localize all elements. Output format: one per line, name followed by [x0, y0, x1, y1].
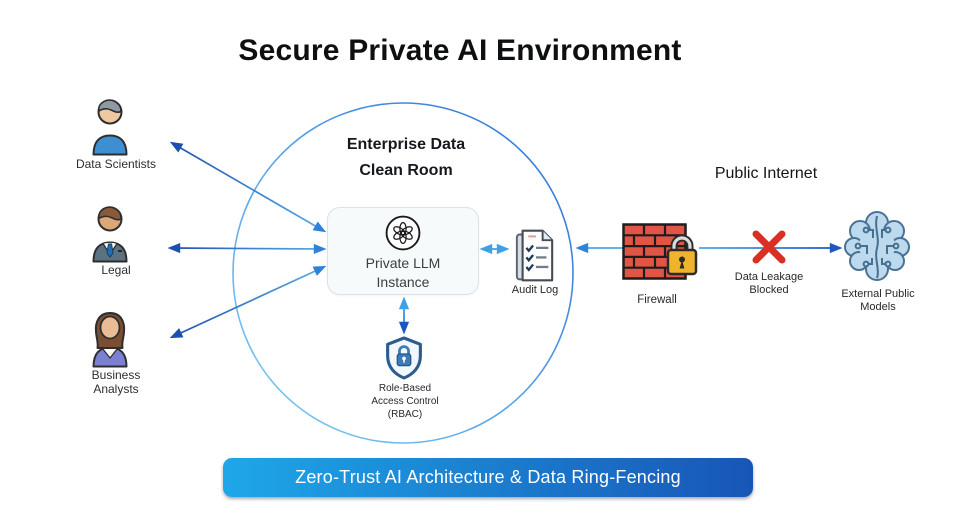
zero-trust-banner: Zero-Trust AI Architecture & Data Ring-F… — [223, 458, 753, 497]
rbac-label-line1: Role-Based — [378, 383, 432, 394]
zero-trust-banner-label: Zero-Trust AI Architecture & Data Ring-F… — [295, 467, 681, 487]
person-woman-icon — [92, 312, 128, 368]
firewall — [622, 223, 698, 285]
rbac-shield — [384, 336, 424, 380]
page-title: Secure Private AI Environment — [238, 34, 682, 67]
public-internet-label: Public Internet — [714, 165, 818, 182]
private-llm-label-line2: Instance — [376, 274, 430, 290]
brain-circuit-icon — [844, 211, 910, 281]
persona-label-legal: Legal — [101, 263, 131, 277]
person-user-icon — [92, 99, 128, 156]
document-checklist-icon — [515, 229, 554, 282]
data-leakage-label-line1: Data Leakage — [734, 271, 804, 283]
firewall-label: Firewall — [637, 294, 677, 306]
arrow-clean-room-to-data-scientists — [169, 141, 327, 233]
data-leakage-label-line2: Blocked — [749, 284, 789, 296]
clean-room-label-line1: Enterprise Data — [346, 136, 466, 153]
audit-log — [514, 227, 556, 284]
brick-wall-padlock-icon — [622, 223, 698, 280]
data-leakage-blocked-label: Data Leakage Blocked — [728, 271, 810, 297]
red-x-icon — [752, 230, 786, 264]
shield-lock-icon — [386, 336, 422, 380]
arrow-clean-room-to-legal — [167, 242, 327, 255]
rbac-label-line2: Access Control — [371, 396, 439, 407]
arrow-clean-room-to-business-analysts — [169, 265, 327, 339]
private-llm-label-line1: Private LLM — [365, 255, 441, 271]
clean-room-label-line2: Clean Room — [359, 162, 453, 179]
openai-knot-icon — [385, 215, 421, 251]
external-models-label-line2: Models — [860, 301, 896, 313]
persona-label-business-analysts: Business Analysts — [91, 368, 141, 397]
private-llm-label: Private LLM Instance — [366, 254, 441, 292]
private-llm-box: Private LLM Instance — [327, 207, 479, 295]
rbac-label-line3: (RBAC) — [387, 409, 423, 420]
persona-legal — [88, 205, 132, 263]
persona-data-scientists — [88, 98, 132, 156]
audit-log-label: Audit Log — [511, 284, 559, 296]
external-models-label-line1: External Public — [841, 288, 915, 300]
persona-label-data-scientists: Data Scientists — [75, 157, 157, 171]
clean-room-label: Enterprise Data Clean Room — [306, 132, 506, 184]
rbac-label: Role-Based Access Control (RBAC) — [361, 382, 449, 421]
person-suit-tie-icon — [92, 206, 128, 263]
persona-business-analysts — [88, 310, 132, 368]
external-public-models — [844, 208, 910, 284]
external-public-models-label: External Public Models — [832, 288, 924, 314]
